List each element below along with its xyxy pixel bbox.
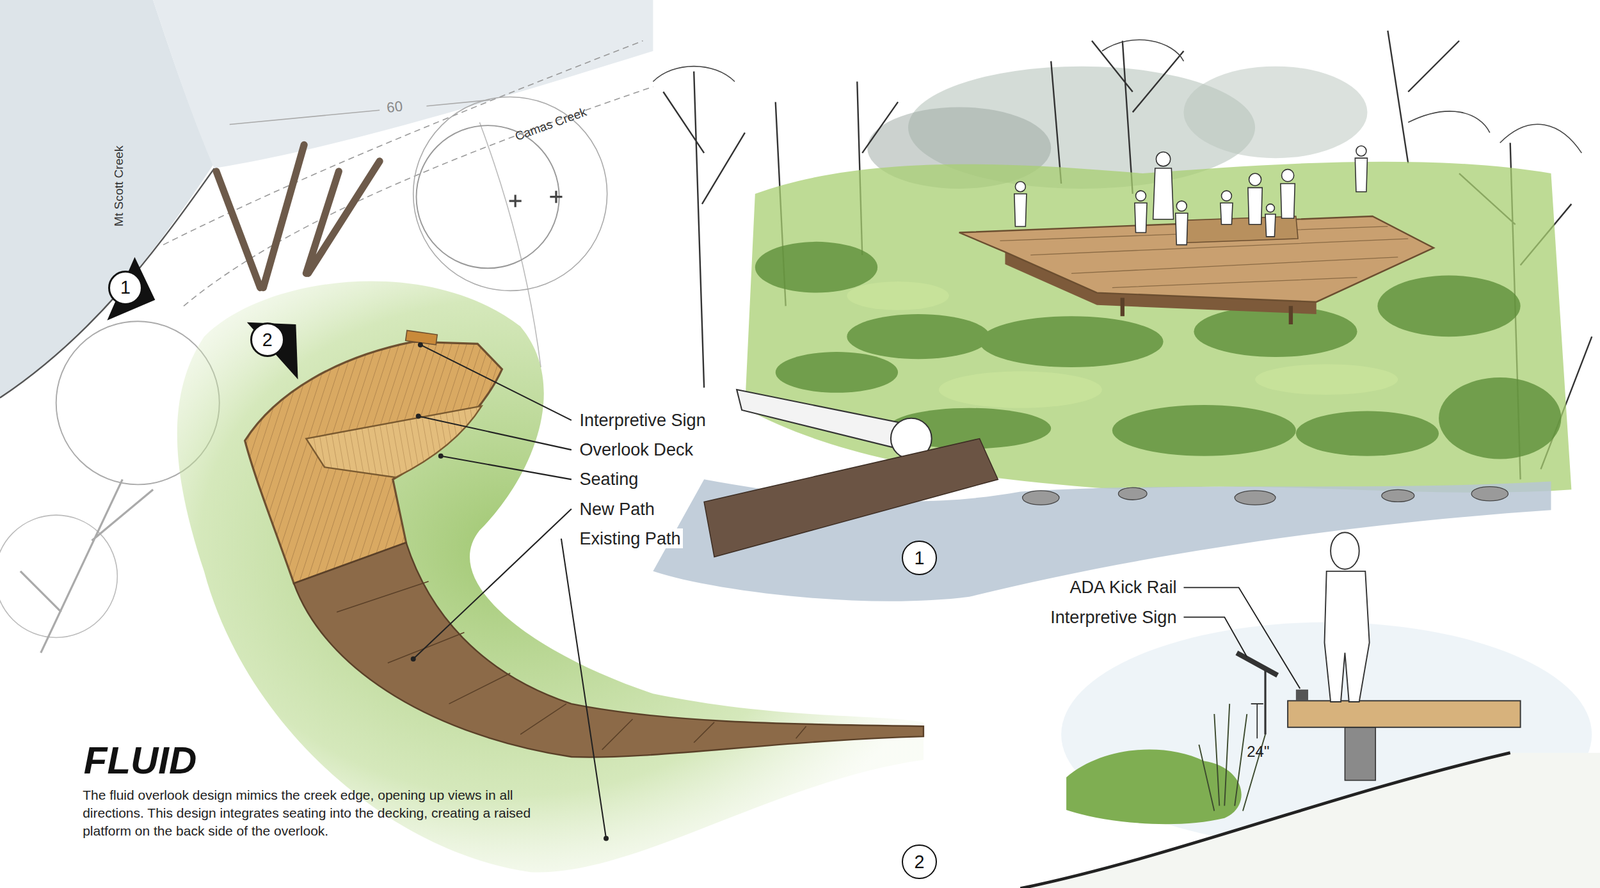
contour-label: 60 (385, 98, 404, 117)
creek-edge (0, 168, 215, 399)
canopy-sketch (652, 39, 1582, 153)
person-body (1324, 571, 1370, 703)
leader-dot (438, 453, 444, 459)
tree-haze (1183, 66, 1368, 159)
shrub (1438, 377, 1561, 460)
overlook-deck (245, 341, 503, 584)
person-head (1155, 152, 1170, 167)
callout-label: New Path (577, 499, 656, 520)
person-body (1280, 183, 1295, 219)
leader-dot (416, 414, 422, 420)
section-marker: 2 (250, 322, 285, 358)
tree-branch (20, 479, 153, 653)
person-body (1248, 187, 1263, 224)
view-number: 1 (901, 540, 937, 576)
rock (1381, 489, 1415, 502)
contour-line (183, 87, 653, 307)
tree-trunk (216, 144, 380, 288)
leader-line (1183, 587, 1300, 689)
person-head (1330, 532, 1360, 569)
sign-panel (1236, 652, 1278, 676)
sign-post (1264, 669, 1266, 735)
section-pointer (106, 257, 155, 321)
shrub (1193, 305, 1357, 358)
person-head (1015, 181, 1026, 192)
shrub (775, 352, 898, 393)
leader-dot (417, 342, 424, 348)
callout-number: 1 (914, 549, 925, 568)
person-body (1265, 214, 1276, 237)
person-body (1153, 168, 1174, 220)
dimension-line (1251, 704, 1264, 739)
shrub (979, 316, 1164, 368)
callout-number: 1 (120, 278, 131, 297)
log (704, 439, 998, 558)
person-head (1221, 190, 1232, 201)
creek-name: Mt Scott Creek (112, 145, 127, 226)
shrub (1066, 750, 1242, 825)
leader-dot (410, 656, 416, 662)
callout-label: ADA Kick Rail (1067, 577, 1179, 598)
perspective-deck (959, 216, 1434, 303)
callout-label: Interpretive Sign (577, 410, 708, 431)
callout-label: Overlook Deck (577, 439, 696, 460)
person-head (1176, 200, 1187, 212)
rock (1234, 490, 1276, 505)
person-head (1356, 145, 1367, 157)
section-marker: 1 (108, 270, 143, 306)
creek-bank (152, 0, 653, 169)
shrub (1377, 275, 1520, 337)
callout-label: Seating (577, 469, 640, 489)
person-head (1249, 173, 1262, 186)
shrub (846, 281, 949, 311)
callout-number: 2 (914, 853, 925, 872)
shrub (1296, 411, 1439, 457)
person-body (1134, 202, 1147, 233)
shrub (846, 314, 990, 360)
person-body (1220, 202, 1233, 224)
rock (1471, 487, 1508, 502)
footing (1344, 727, 1376, 781)
deck-post (1122, 298, 1291, 325)
person-head (1136, 190, 1147, 201)
callout-label: Existing Path (577, 528, 683, 549)
person-body (1175, 213, 1188, 245)
contour-line (229, 99, 491, 125)
callout-label: Interpretive Sign (1048, 607, 1179, 628)
rock (1118, 487, 1147, 500)
callout-number: 2 (262, 330, 273, 350)
kick-rail (1296, 689, 1309, 702)
person-head (1281, 169, 1295, 182)
dimension-label: 24" (1246, 743, 1270, 761)
shrub (755, 241, 878, 294)
leader-dot (603, 836, 609, 842)
person-body (1014, 193, 1027, 227)
person-head (1266, 204, 1275, 213)
shrub (1112, 405, 1296, 457)
section-pointer (247, 322, 299, 380)
shrub (938, 371, 1103, 408)
section-deck (1287, 700, 1521, 728)
caption: The fluid overlook design mimics the cre… (82, 786, 539, 840)
view-number: 2 (901, 844, 937, 880)
bench (1183, 216, 1298, 243)
seating (305, 406, 482, 479)
title: FLUID (83, 738, 198, 783)
people (1014, 145, 1368, 246)
tree-mark (509, 190, 563, 208)
tree-canopy (413, 96, 608, 291)
rocks (1022, 487, 1509, 506)
shrub (1255, 364, 1398, 395)
tree-canopy (416, 125, 560, 269)
person-body (1354, 158, 1368, 192)
vegetation (744, 161, 1572, 493)
rock (1022, 490, 1060, 505)
